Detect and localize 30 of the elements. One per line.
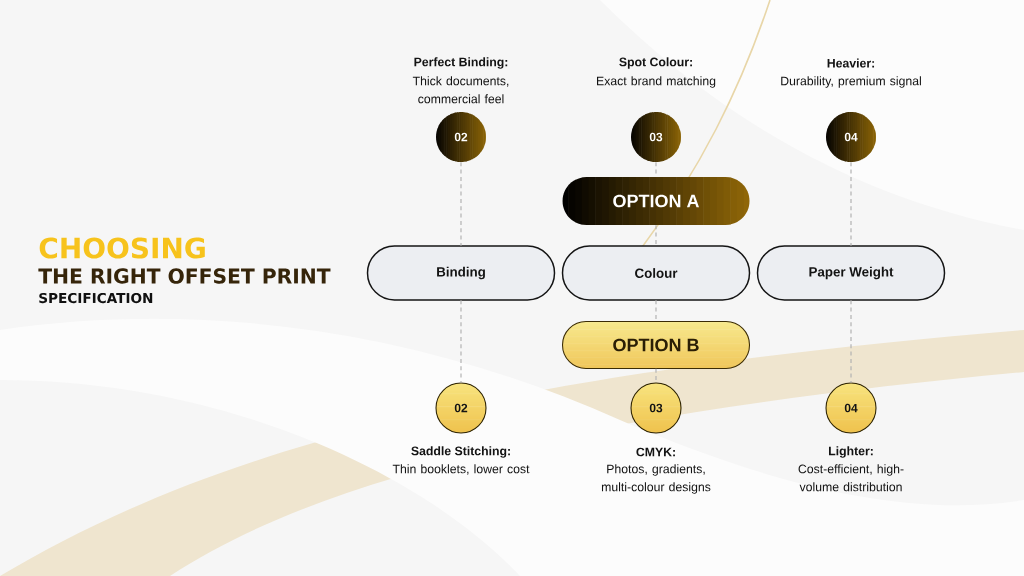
category-pill: Binding xyxy=(366,245,556,301)
item-heading: CMYK: xyxy=(636,447,675,457)
item-description: Cost-efficient, high-volume distribution xyxy=(798,464,904,492)
item-heading: Heavier: xyxy=(827,58,875,68)
item-description: Thin booklets, lower cost xyxy=(392,464,530,475)
node-label: 03 xyxy=(649,132,663,142)
item-heading: Saddle Stitching: xyxy=(411,446,510,458)
item-description: Durability, premium signal xyxy=(781,76,921,88)
connector-line xyxy=(655,224,657,247)
category-pill: Paper Weight xyxy=(756,245,946,301)
item-description: Thick documents, commercial feel xyxy=(412,76,509,104)
item-heading: Spot Colour: xyxy=(619,57,692,69)
connector-line xyxy=(655,299,657,322)
category-pill: Colour xyxy=(561,245,751,301)
option-pill: OPTION B xyxy=(561,320,751,370)
item-description: Photos, gradients, multi-colour designs xyxy=(601,464,711,494)
subtitle-text: THE RIGHT OFFSET PRINT xyxy=(38,268,331,284)
node-label: 04 xyxy=(844,132,858,142)
connector-line xyxy=(460,299,462,384)
title-text: CHOOSING xyxy=(39,237,205,259)
item-heading: Lighter: xyxy=(829,446,873,458)
option-pill: OPTION A xyxy=(562,177,750,225)
connector-line xyxy=(850,161,852,247)
connector-line xyxy=(850,299,852,384)
connector-line xyxy=(460,161,462,247)
node-label: 02 xyxy=(454,132,468,142)
subtitle-text: SPECIFICATION xyxy=(39,292,153,304)
node-label: OPTION A xyxy=(613,194,700,208)
item-heading: Perfect Binding: xyxy=(414,57,508,69)
item-description: Exact brand matching xyxy=(597,76,716,88)
